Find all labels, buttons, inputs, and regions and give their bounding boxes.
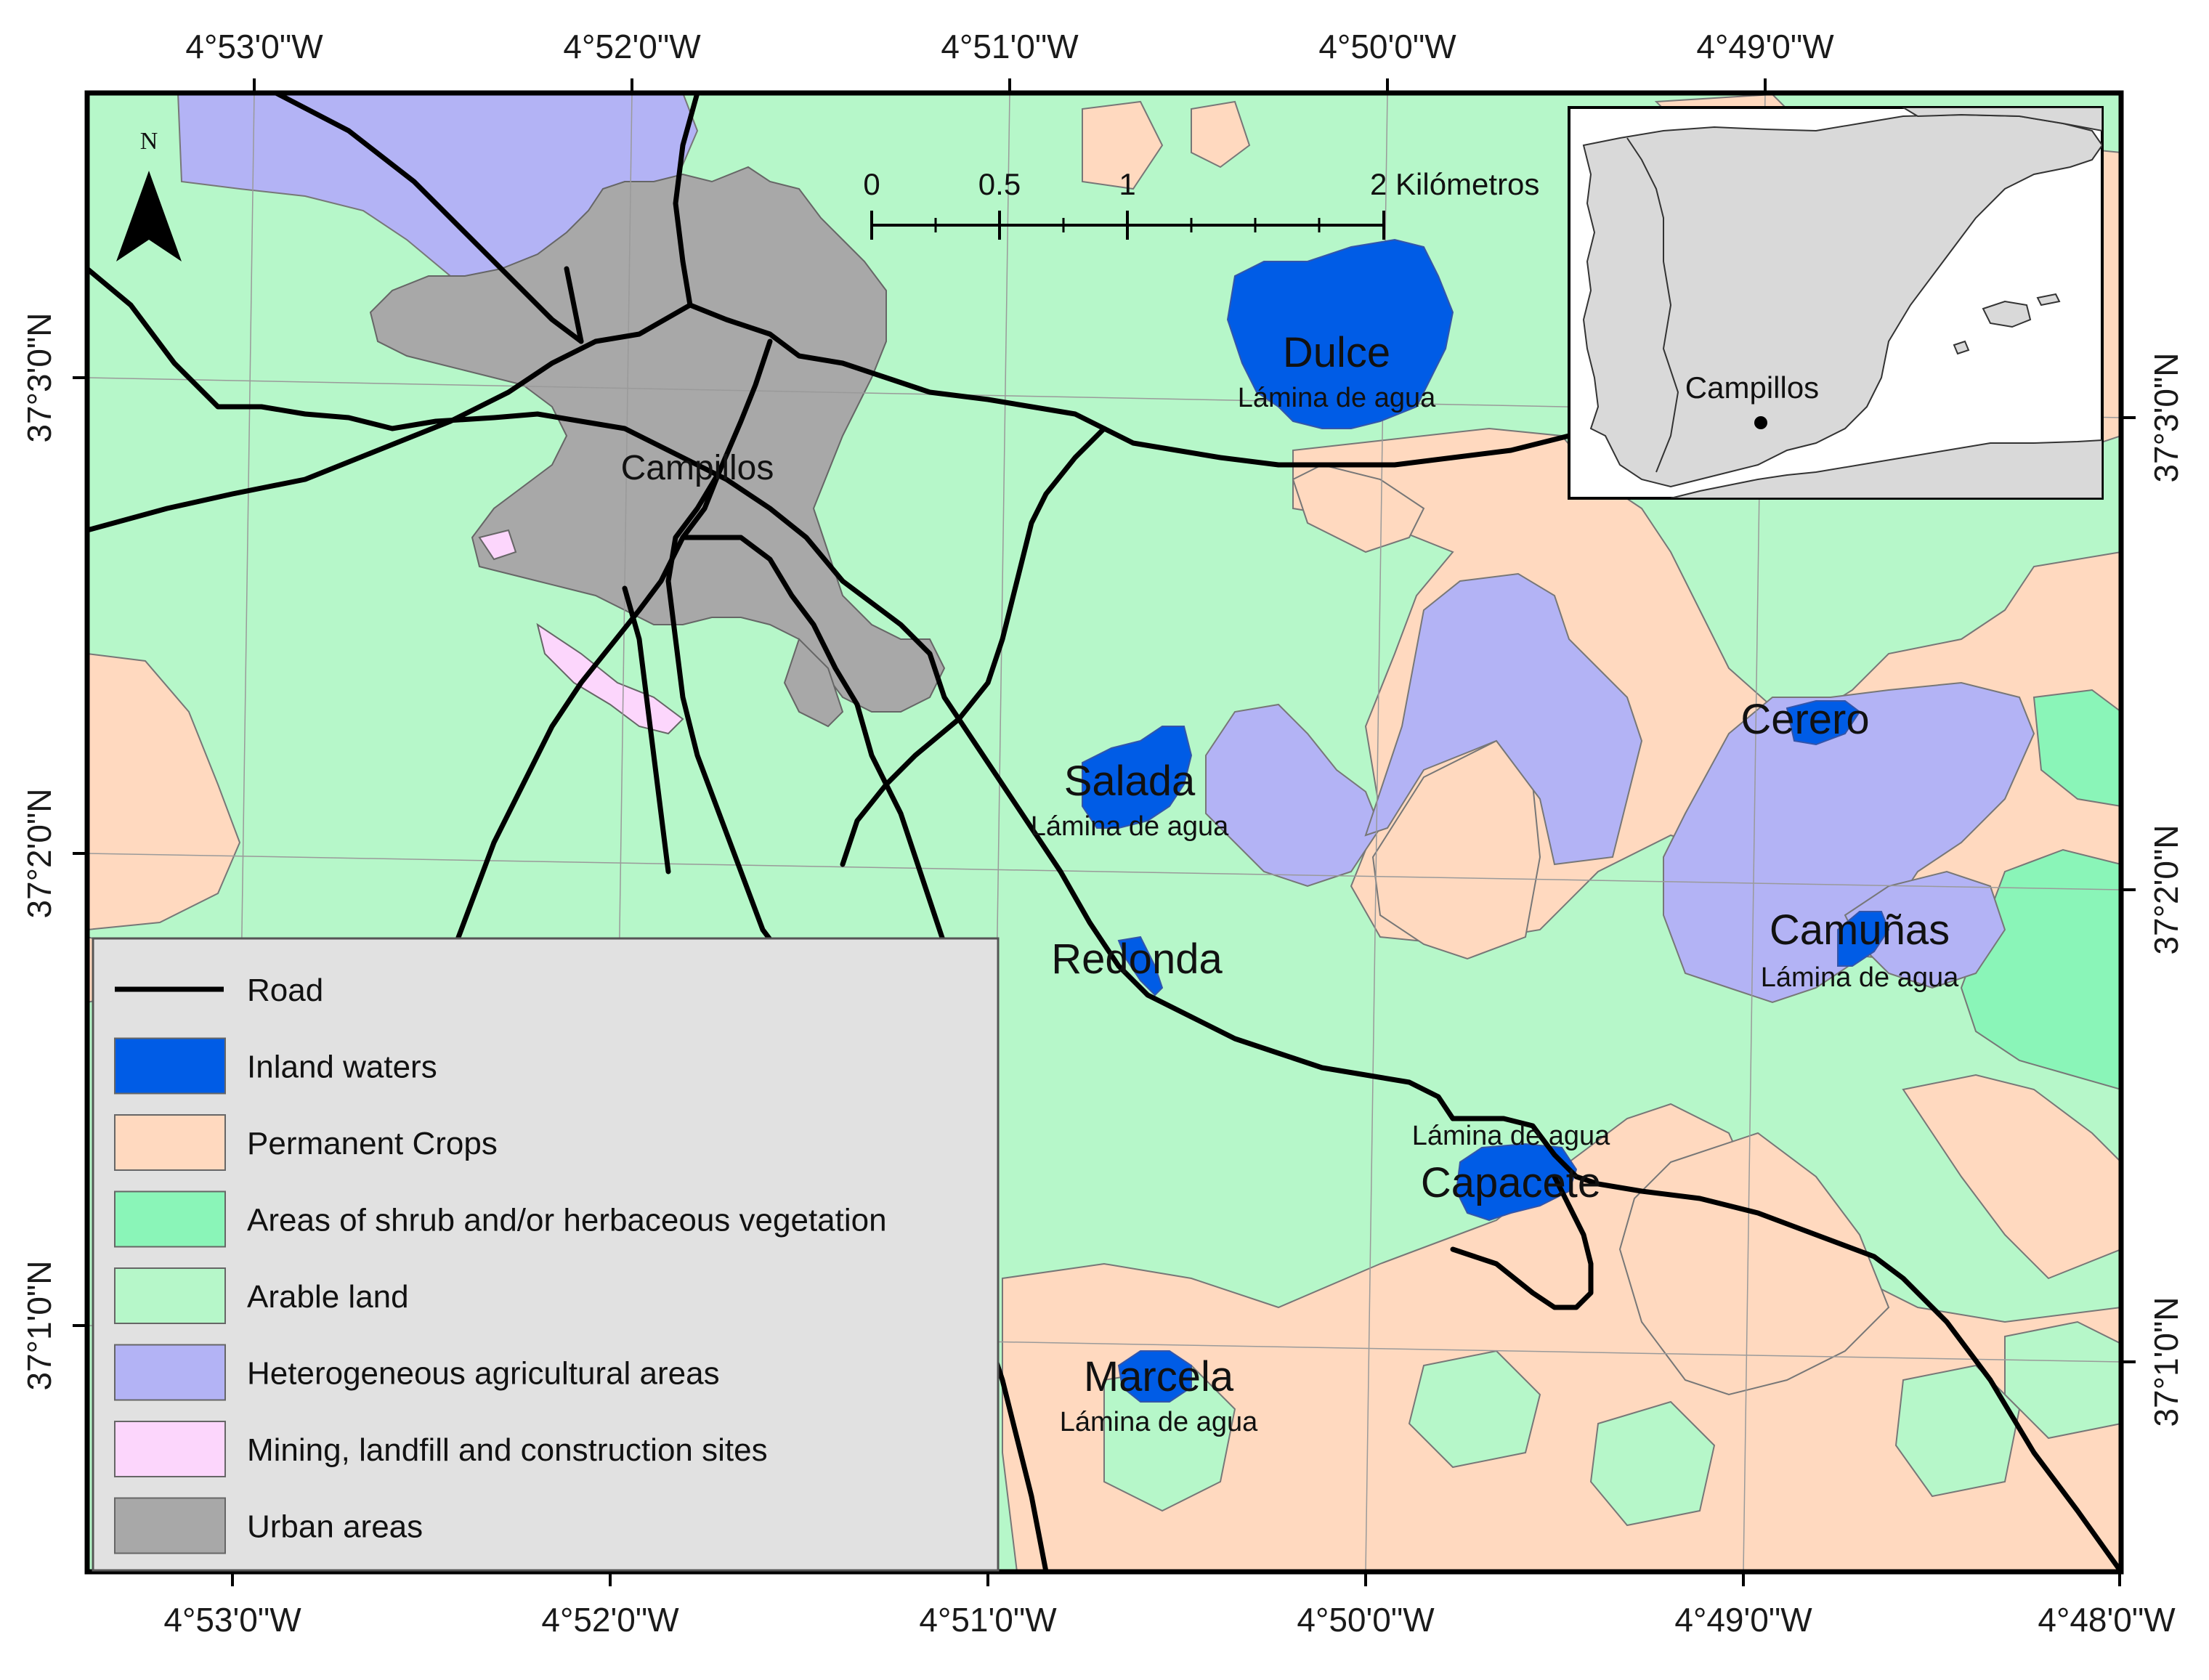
inset-location-dot: [1754, 416, 1767, 429]
legend-swatch: [114, 1267, 226, 1324]
bottom-label-5: 4°48'0"W: [2038, 1601, 2176, 1639]
lake-dulce: [1226, 238, 1454, 429]
top-label-4: 4°49'0"W: [1696, 28, 1834, 65]
arable-islands: [1103, 1320, 2121, 1527]
bottom-label-0: 4°53'0"W: [163, 1601, 301, 1639]
top-coordinate-labels: 4°53'0"W 4°52'0"W 4°51'0"W 4°50'0"W 4°49…: [185, 28, 1834, 65]
left-label-1: 37°2'0"N: [20, 788, 58, 918]
lake-camunas: [1837, 911, 1890, 967]
legend-label: Heterogeneous agricultural areas: [247, 1356, 720, 1392]
inset-ibiza: [1953, 340, 1970, 355]
lake-label-redonda: Redonda: [1051, 936, 1223, 983]
legend-label: Areas of shrub and/or herbaceous vegetat…: [247, 1203, 887, 1238]
legend-label: Road: [247, 973, 323, 1008]
legend-label: Inland waters: [247, 1050, 437, 1085]
inset-map: Campillos: [1568, 106, 2104, 500]
scale-label-3: 2 Kilómetros: [1370, 167, 1539, 201]
legend-item: Areas of shrub and/or herbaceous vegetat…: [114, 1190, 887, 1248]
left-label-0: 37°3'0"N: [20, 312, 58, 442]
legend-swatch: [114, 1344, 226, 1401]
top-label-3: 4°50'0"W: [1318, 28, 1456, 65]
scale-label-2: 1: [1119, 167, 1135, 201]
legend-label: Permanent Crops: [247, 1126, 498, 1161]
lake-label-capacete: Capacete: [1421, 1159, 1601, 1206]
scale-label-1: 0.5: [978, 167, 1021, 201]
lake-marcela: [1117, 1350, 1192, 1403]
lake-sub-marcela: Lámina de agua: [1060, 1407, 1258, 1437]
lake-capacete: [1455, 1143, 1578, 1222]
legend-item: Urban areas: [114, 1497, 423, 1554]
lake-sub-dulce: Lámina de agua: [1238, 383, 1436, 413]
top-label-2: 4°51'0"W: [941, 28, 1079, 65]
inset-africa: [1670, 439, 2102, 498]
legend-item: Heterogeneous agricultural areas: [114, 1344, 720, 1401]
legend-item: Arable land: [114, 1267, 409, 1324]
inset-portugal-border: [1626, 137, 1679, 473]
legend-swatch: [114, 1190, 226, 1248]
inland-waters: [1082, 238, 1890, 1403]
north-arrow: N: [116, 128, 182, 261]
lake-label-marcela: Marcela: [1084, 1353, 1234, 1400]
legend-item: Inland waters: [114, 1037, 437, 1095]
top-label-1: 4°52'0"W: [563, 28, 701, 65]
inset-location-label: Campillos: [1685, 370, 1819, 405]
legend-label: Urban areas: [247, 1509, 423, 1545]
lake-sub-capacete: Lámina de agua: [1412, 1121, 1610, 1151]
left-coordinate-labels: 37°3'0"N 37°2'0"N 37°1'0"N: [20, 312, 58, 1390]
legend-swatch: [114, 1114, 226, 1171]
bottom-label-4: 4°49'0"W: [1674, 1601, 1812, 1639]
legend-item: Road: [115, 973, 323, 1008]
legend-background: [92, 937, 1000, 1572]
lake-sub-camunas: Lámina de agua: [1761, 962, 1959, 993]
bottom-label-1: 4°52'0"W: [541, 1601, 679, 1639]
legend-swatch: [114, 1421, 226, 1477]
top-label-0: 4°53'0"W: [185, 28, 323, 65]
right-coordinate-labels: 37°3'0"N 37°2'0"N 37°1'0"N: [2147, 352, 2185, 1427]
lake-redonda: [1117, 936, 1164, 997]
bottom-label-2: 4°51'0"W: [919, 1601, 1057, 1639]
north-arrow-icon: [116, 171, 182, 261]
right-label-2: 37°1'0"N: [2147, 1296, 2185, 1427]
inset-mallorca: [1982, 300, 2032, 328]
lake-label-dulce: Dulce: [1283, 329, 1390, 376]
lake-cerero: [1786, 700, 1861, 746]
map-frame: [84, 90, 2124, 1575]
legend-item: Permanent Crops: [114, 1114, 498, 1171]
inset-france: [1902, 107, 2102, 132]
north-arrow-label: N: [140, 128, 158, 155]
legend-swatch: [114, 1037, 226, 1095]
lake-sub-salada: Lámina de agua: [1031, 811, 1229, 842]
lake-label-cerero: Cerero: [1740, 696, 1869, 743]
lake-label-salada: Salada: [1064, 758, 1196, 805]
bottom-label-3: 4°50'0"W: [1297, 1601, 1435, 1639]
inset-menorca: [2036, 293, 2061, 307]
urban-areas: [369, 166, 946, 728]
scale-label-0: 0: [863, 167, 880, 201]
lake-salada: [1082, 726, 1193, 829]
legend-label: Mining, landfill and construction sites: [247, 1432, 768, 1468]
legend-label: Arable land: [247, 1279, 409, 1315]
bottom-coordinate-labels: 4°53'0"W 4°52'0"W 4°51'0"W 4°50'0"W 4°49…: [163, 1601, 2176, 1639]
graticule-ticks: [73, 78, 2136, 1586]
legend-item: Mining, landfill and construction sites: [114, 1421, 768, 1477]
right-label-0: 37°3'0"N: [2147, 352, 2185, 482]
scale-bar: 0 0.5 1 2 Kilómetros: [863, 167, 1539, 240]
right-label-1: 37°2'0"N: [2147, 824, 2185, 954]
left-label-2: 37°1'0"N: [20, 1260, 58, 1390]
legend-swatch: [114, 1497, 226, 1554]
lake-labels: Dulce Lámina de agua Salada Lámina de ag…: [1031, 329, 1959, 1437]
town-label: Campillos: [621, 449, 774, 487]
lake-label-camunas: Camuñas: [1770, 906, 1950, 954]
